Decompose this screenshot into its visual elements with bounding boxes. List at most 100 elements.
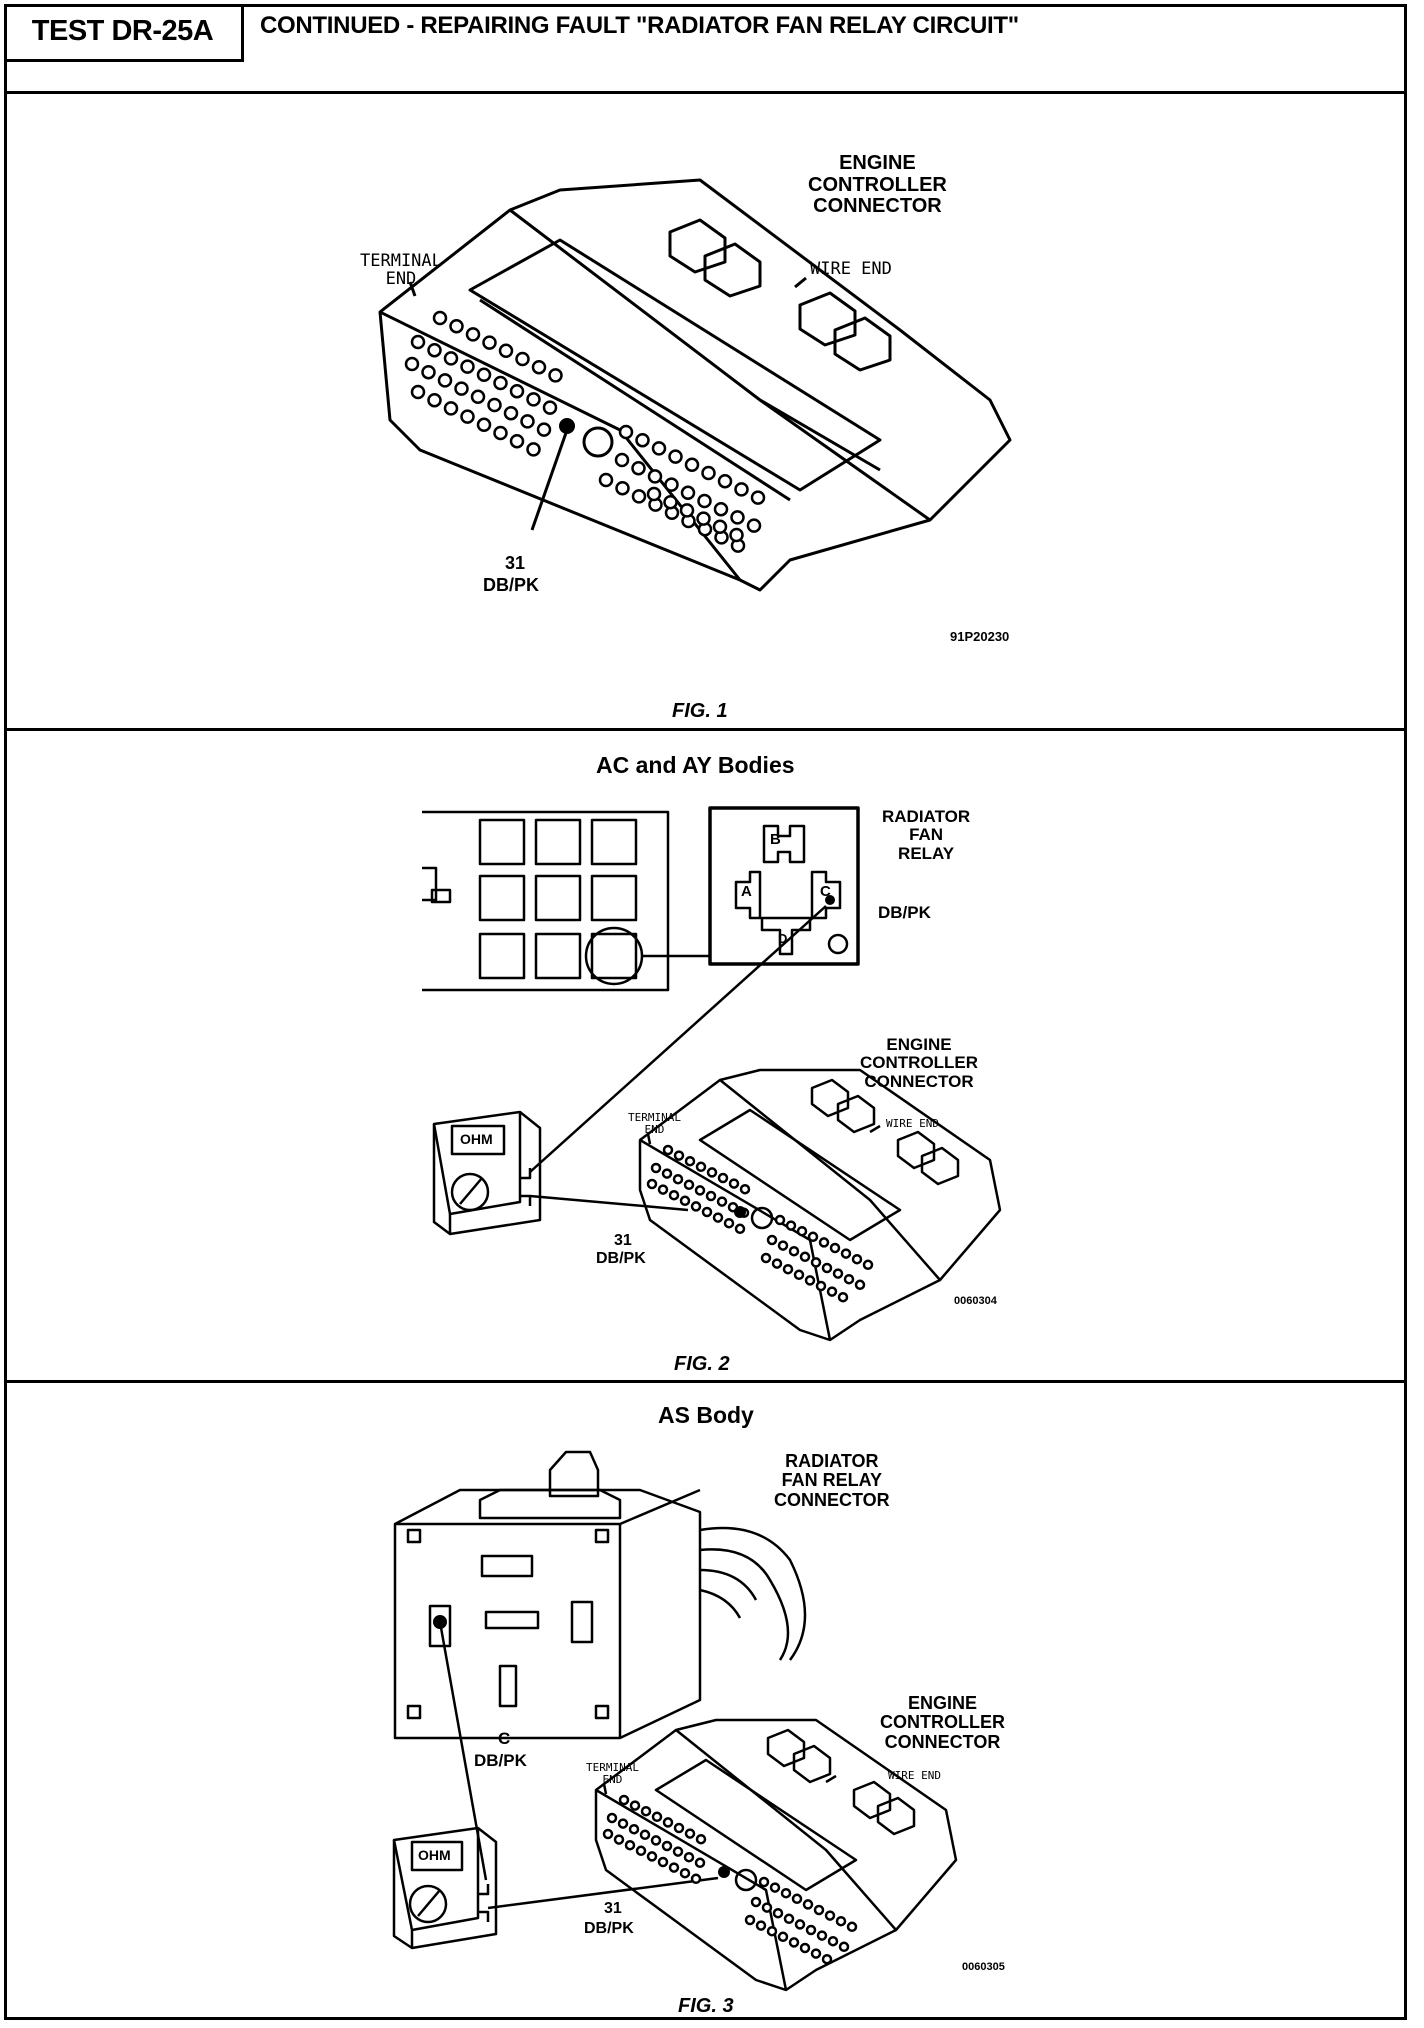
connector-pin <box>774 1214 786 1226</box>
connector-pin <box>810 1257 822 1268</box>
connector-pin <box>813 1904 825 1916</box>
connector-pin <box>437 373 453 388</box>
connector-pin <box>476 417 492 433</box>
connector-pin <box>777 1931 789 1943</box>
connector-pin <box>629 1800 641 1811</box>
connector-pin <box>509 383 525 399</box>
fig2-relay-terminal-d: D <box>778 931 788 946</box>
connector-pin <box>785 1220 797 1231</box>
connector-pin <box>509 433 525 449</box>
connector-pin <box>476 367 492 383</box>
section-divider-2 <box>4 1380 1407 1383</box>
connector-pin <box>646 1851 658 1862</box>
fig3-meter-display: OHM <box>418 1847 451 1863</box>
connector-pin <box>734 482 749 497</box>
connector-pin <box>635 432 650 448</box>
connector-pin <box>631 489 647 504</box>
connector-pin <box>650 1835 662 1846</box>
connector-pin <box>531 359 547 375</box>
fig3-wire-color: DB/PK <box>584 1920 634 1937</box>
connector-pin <box>705 1190 717 1202</box>
fig2-relay-label: RADIATOR FAN RELAY <box>882 807 971 863</box>
connector-pin <box>454 381 469 396</box>
connector-pin <box>769 1882 781 1893</box>
connector-pin <box>651 1811 663 1823</box>
connector-pin <box>679 503 695 518</box>
connector-pin <box>673 1150 685 1161</box>
connector-pin <box>404 356 420 372</box>
connector-pin <box>766 1925 778 1937</box>
connector-pin <box>628 1823 640 1835</box>
connector-pin <box>624 1839 636 1851</box>
connector-pin <box>807 1231 819 1243</box>
connector-pin <box>684 1155 696 1167</box>
fig1-part-number: 91P20230 <box>950 629 1010 644</box>
connector-pin <box>816 1930 828 1941</box>
connector-pin <box>520 414 535 429</box>
connector-pin <box>661 1168 673 1179</box>
fig1-caption: FIG. 1 <box>672 700 728 722</box>
connector-pin <box>493 425 508 441</box>
connector-pin <box>843 1273 855 1285</box>
connector-pin <box>548 368 563 383</box>
connector-pin <box>672 1846 684 1857</box>
connector-pin <box>846 1921 858 1933</box>
connector-pin <box>690 1873 702 1885</box>
connector-pin <box>739 1183 751 1195</box>
connector-pin <box>717 1172 729 1184</box>
connector-pin <box>526 442 541 457</box>
connector-pin <box>683 1179 695 1191</box>
page-title: CONTINUED - REPAIRING FAULT "RADIATOR FA… <box>260 12 1019 39</box>
fig3-section-title: AS Body <box>658 1402 754 1428</box>
fig2-wire-end-label: WIRE END <box>886 1117 939 1130</box>
connector-pin <box>680 485 696 501</box>
fig3-pin-31-marker <box>718 1866 730 1878</box>
connector-pin <box>829 1242 841 1254</box>
connector-pin <box>684 1828 696 1839</box>
fig3-terminal-end-label: TERMINAL END <box>586 1761 639 1786</box>
connector-pin <box>728 1178 740 1189</box>
connector-pin <box>730 510 745 525</box>
connector-pin <box>750 490 766 505</box>
fig1-terminal-end-label: TERMINAL END <box>360 251 442 290</box>
fig2-caption: FIG. 2 <box>674 1353 730 1375</box>
header-bar: TEST DR-25A CONTINUED - REPAIRING FAULT … <box>4 4 1407 94</box>
connector-pin <box>679 1867 691 1879</box>
fig2-terminal-end-label: TERMINAL END <box>628 1111 681 1136</box>
connector-pin <box>615 480 630 496</box>
connector-pin <box>526 392 541 407</box>
connector-pin <box>791 1893 803 1905</box>
connector-pin <box>432 310 448 326</box>
connector-pin <box>701 465 716 481</box>
connector-pin <box>668 1862 680 1873</box>
connector-pin <box>694 1857 706 1869</box>
connector-pin <box>661 1840 673 1852</box>
fig2-pin-number: 31 <box>614 1232 632 1249</box>
connector-pin <box>598 472 614 488</box>
connector-pin <box>427 392 442 408</box>
connector-pin <box>493 375 508 391</box>
connector-pin <box>639 1829 651 1841</box>
connector-pin <box>465 327 481 342</box>
connector-pin <box>410 384 426 400</box>
connector-pin <box>805 1924 817 1936</box>
connector-pin <box>761 1902 773 1913</box>
fig2-section-title: AC and AY Bodies <box>596 752 795 778</box>
fig3-part-number: 0060305 <box>962 1961 1005 1973</box>
fig2-relay-wire-color: DB/PK <box>878 903 931 922</box>
connector-pin <box>503 405 519 421</box>
connector-pin <box>631 460 646 476</box>
connector-pin <box>824 1910 836 1921</box>
connector-pin <box>729 527 744 543</box>
connector-pin <box>695 1833 707 1845</box>
fig1-wire-color: DB/PK <box>483 575 540 595</box>
connector-pin <box>668 1189 680 1201</box>
connector-pin <box>646 1178 658 1190</box>
test-id: TEST DR-25A <box>4 4 244 62</box>
connector-pin <box>862 1259 874 1271</box>
connector-pin <box>487 397 502 413</box>
fig2-wire-color: DB/PK <box>596 1250 646 1267</box>
